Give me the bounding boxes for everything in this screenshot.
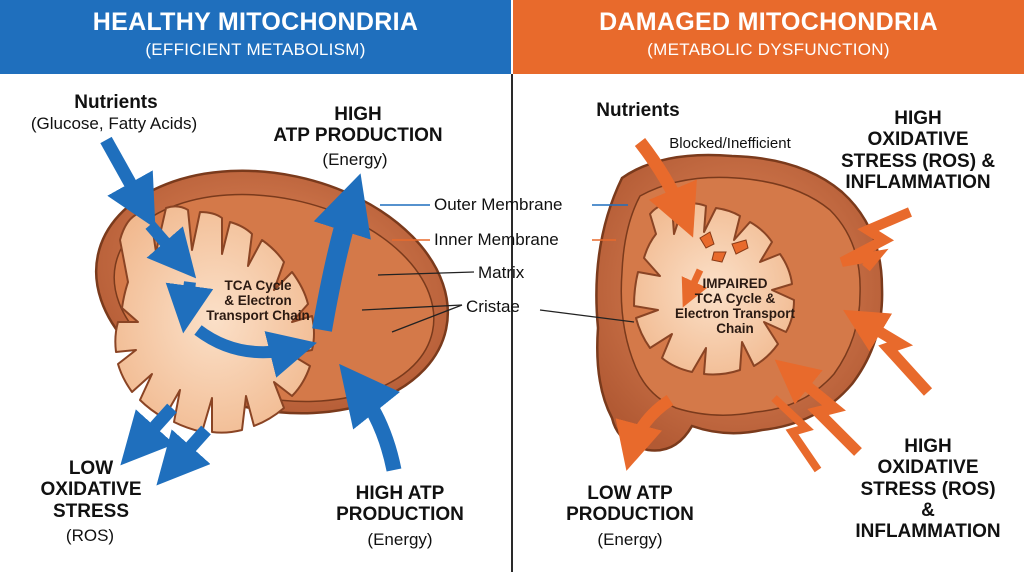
damaged-blocked-label: Blocked/Inefficient (669, 135, 791, 152)
stress-bolt-right (843, 309, 933, 396)
healthy-subtitle: (EFFICIENT METABOLISM) (145, 40, 366, 59)
atp-arrow-up (312, 173, 371, 332)
healthy-top-atp-detail: (Energy) (322, 150, 388, 169)
healthy-bottom-atp-detail: (Energy) (367, 530, 433, 549)
nutrient-arrow-healthy (100, 136, 156, 229)
healthy-bottom-atp-title: HIGH ATP PRODUCTION (336, 483, 464, 526)
stress-bolt-bottom (774, 359, 862, 456)
healthy-header: HEALTHY MITOCHONDRIA (EFFICIENT METABOLI… (0, 0, 511, 74)
healthy-nutrients-title: Nutrients (74, 92, 158, 113)
healthy-low-stress-detail: (ROS) (65, 526, 115, 545)
damaged-header: DAMAGED MITOCHONDRIA (METABOLIC DYSFUNCT… (513, 0, 1024, 74)
healthy-nutrients-detail: (Glucose, Fatty Acids) (30, 114, 198, 133)
damaged-nutrients-title: Nutrients (596, 100, 680, 121)
damaged-title: DAMAGED MITOCHONDRIA (599, 8, 938, 36)
damaged-low-atp-detail: (Energy) (597, 530, 663, 549)
callout-inner-membrane: Inner Membrane (434, 230, 559, 249)
damaged-subtitle: (METABOLIC DYSFUNCTION) (647, 40, 890, 59)
healthy-inner-process: TCA Cycle & Electron Transport Chain (206, 278, 310, 324)
stress-bolt-top (839, 207, 912, 272)
healthy-title: HEALTHY MITOCHONDRIA (92, 8, 419, 36)
healthy-low-stress-title: LOW OXIDATIVE STRESS (40, 458, 142, 522)
healthy-top-atp-title: HIGH ATP PRODUCTION (273, 104, 443, 147)
panel-divider (511, 74, 513, 572)
low-stress-arrow-1 (120, 403, 177, 466)
callout-cristae: Cristae (466, 297, 520, 316)
nutrient-arrow-damaged (634, 138, 697, 238)
low-atp-arrow (615, 395, 674, 471)
damaged-inner-process: IMPAIRED TCA Cycle & Electron Transport … (674, 276, 796, 337)
damaged-bottom-stress-title: HIGH OXIDATIVE STRESS (ROS) & INFLAMMATI… (855, 436, 1001, 543)
callout-outer-membrane: Outer Membrane (434, 195, 563, 214)
low-stress-arrow-2 (156, 425, 211, 486)
atp-arrow-bottom (339, 363, 402, 472)
damaged-top-stress-title: HIGH OXIDATIVE STRESS (ROS) & INFLAMMATI… (840, 108, 996, 193)
damaged-low-atp-title: LOW ATP PRODUCTION (566, 483, 694, 526)
callout-matrix: Matrix (478, 263, 525, 282)
stress-bolt-small (771, 395, 822, 473)
